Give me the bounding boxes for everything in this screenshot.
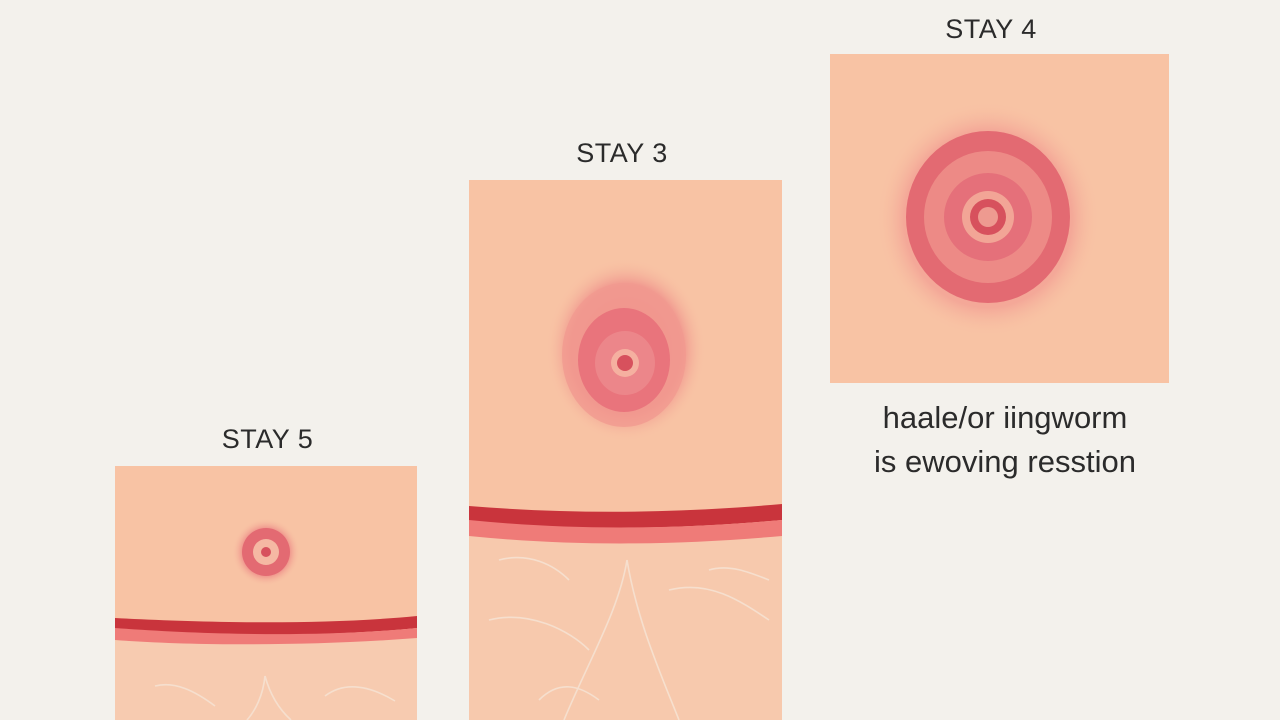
lesion-stay5 <box>232 518 300 586</box>
skin-cross-section-stay5 <box>115 466 417 720</box>
lesion-stay4 <box>876 101 1100 337</box>
caption-line-2: is ewoving resstion <box>874 444 1136 479</box>
lesion-caption: haale/or iingworm is ewoving resstion <box>835 396 1175 484</box>
stage-label-stay3: STAY 3 <box>576 138 668 168</box>
skin-patch-stay4 <box>830 54 1169 383</box>
caption-line-1: haale/or iingworm <box>882 400 1128 435</box>
skin-panel-stay5 <box>115 466 417 720</box>
lesion-stay3 <box>546 258 706 442</box>
stage-label-stay5: STAY 5 <box>221 424 314 454</box>
skin-panel-stay3 <box>469 180 782 720</box>
skin-panel-stay4 <box>830 54 1169 383</box>
stage-label-stay4: STAY 4 <box>945 14 1037 44</box>
skin-cross-section-stay3 <box>469 180 782 720</box>
